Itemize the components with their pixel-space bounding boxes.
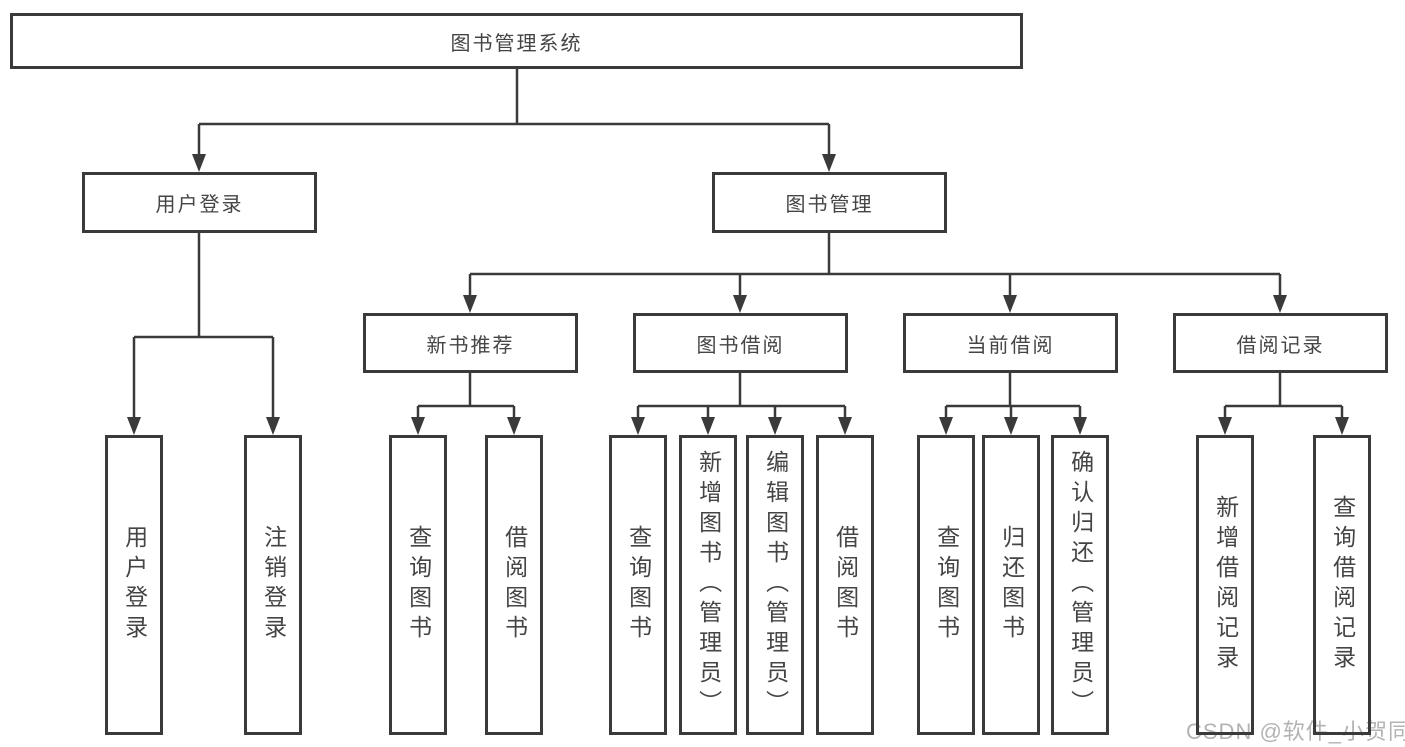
leaf-label: 新增图书（管理员） xyxy=(695,450,722,720)
node-borrow-records: 借阅记录 xyxy=(1173,313,1388,373)
leaf-br-query-record: 查询借阅记录 xyxy=(1313,435,1371,735)
node-label: 用户登录 xyxy=(155,194,244,216)
leaf-bb-edit-books-admin: 编辑图书（管理员） xyxy=(746,435,804,735)
leaf-label: 查询图书 xyxy=(933,525,960,645)
node-label: 新书推荐 xyxy=(426,334,515,357)
node-current-borrow: 当前借阅 xyxy=(903,313,1118,373)
leaf-logout: 注销登录 xyxy=(244,435,302,735)
leaf-user-login: 用户登录 xyxy=(105,435,163,735)
node-label: 图书管理系统 xyxy=(450,32,583,55)
leaf-label: 注销登录 xyxy=(260,525,287,645)
leaf-label: 借阅图书 xyxy=(501,525,528,645)
node-label: 图书管理 xyxy=(785,194,874,216)
leaf-br-add-record: 新增借阅记录 xyxy=(1196,435,1254,735)
leaf-label: 新增借阅记录 xyxy=(1212,495,1239,675)
leaf-label: 借阅图书 xyxy=(832,525,859,645)
node-root-library-system: 图书管理系统 xyxy=(10,13,1023,69)
leaf-nb-query-books: 查询图书 xyxy=(389,435,447,735)
leaf-label: 确认归还（管理员） xyxy=(1067,450,1094,720)
leaf-label: 用户登录 xyxy=(121,525,148,645)
leaf-bb-borrow-books: 借阅图书 xyxy=(816,435,874,735)
leaf-cb-query-books: 查询图书 xyxy=(917,435,975,735)
node-label: 图书借阅 xyxy=(696,334,785,357)
csdn-watermark: CSDN @软件_小贺同学 xyxy=(1186,719,1405,744)
leaf-label: 查询借阅记录 xyxy=(1329,495,1356,675)
leaf-cb-confirm-return-admin: 确认归还（管理员） xyxy=(1051,435,1109,735)
leaf-bb-add-books-admin: 新增图书（管理员） xyxy=(679,435,737,735)
leaf-label: 编辑图书（管理员） xyxy=(762,450,789,720)
leaf-bb-query-books: 查询图书 xyxy=(609,435,667,735)
node-book-borrow: 图书借阅 xyxy=(633,313,848,373)
leaf-label: 归还图书 xyxy=(998,525,1025,645)
node-user-login: 用户登录 xyxy=(82,172,317,233)
node-label: 借阅记录 xyxy=(1236,334,1325,357)
node-new-book-recommend: 新书推荐 xyxy=(363,313,578,373)
node-book-management: 图书管理 xyxy=(712,172,947,233)
leaf-label: 查询图书 xyxy=(405,525,432,645)
leaf-nb-borrow-books: 借阅图书 xyxy=(485,435,543,735)
node-label: 当前借阅 xyxy=(966,334,1055,357)
leaf-cb-return-books: 归还图书 xyxy=(982,435,1040,735)
leaf-label: 查询图书 xyxy=(625,525,652,645)
connector-lines xyxy=(132,69,1344,421)
